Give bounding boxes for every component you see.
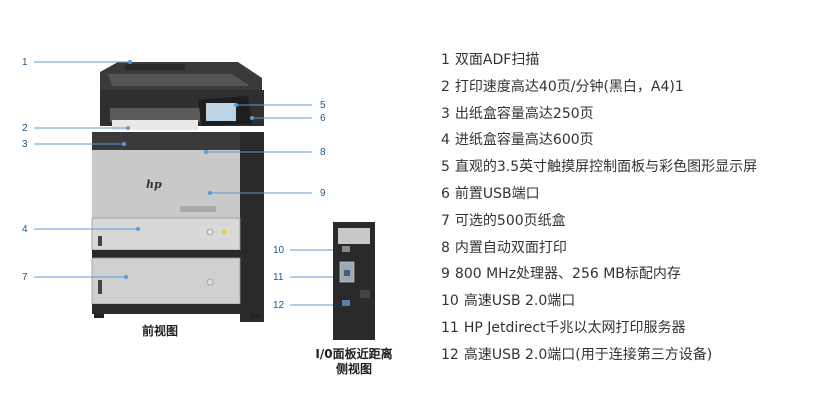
callout-1: 1	[22, 57, 28, 68]
feature-text: 800 MHz处理器、256 MB标配内存	[454, 266, 681, 283]
feature-number: 1	[441, 52, 450, 68]
feature-number: 10	[441, 293, 459, 310]
leader-lines	[34, 61, 343, 306]
callout-10: 10	[273, 245, 285, 256]
feature-text: 出纸盒容量高达250页	[454, 105, 594, 122]
power-button	[206, 228, 214, 236]
callout-11: 11	[273, 272, 284, 283]
feature-text: 内置自动双面打印	[454, 239, 567, 256]
callout-6: 6	[320, 113, 326, 124]
callout-8: 8	[320, 147, 326, 158]
callout-3: 3	[22, 139, 28, 150]
feature-number: 7	[441, 212, 450, 229]
usb-port-12	[342, 300, 350, 306]
side-panel	[240, 132, 264, 322]
io-callouts: 10 11 12	[273, 245, 285, 311]
touchscreen	[206, 103, 236, 121]
callout-9: 9	[320, 188, 326, 199]
optional-tray	[91, 257, 241, 305]
io-view-caption-line2: 侧视图	[336, 361, 372, 376]
hp-logo: hp	[146, 178, 162, 191]
adf-tray	[108, 74, 250, 86]
feature-text: 直观的3.5英寸触摸屏控制面板与彩色图形显示屏	[454, 159, 758, 176]
feature-text: 前置USB端口	[454, 185, 540, 202]
feature-number: 2	[441, 78, 450, 95]
status-light	[221, 229, 227, 235]
feature-text: 高速USB 2.0端口	[463, 293, 576, 310]
model-label	[180, 206, 216, 212]
optional-tray-gauge	[98, 280, 102, 294]
feature-number: 9	[441, 266, 450, 283]
feature-text: 打印速度高达40页/分钟(黑白，A4)1	[454, 78, 684, 95]
feature-number: 11	[441, 319, 459, 336]
callout-12: 12	[273, 300, 285, 311]
feature-number: 6	[441, 185, 450, 202]
io-panel-illustration	[333, 222, 375, 340]
io-view-caption-line1: I/0面板近距离	[315, 346, 392, 361]
tray-separator	[92, 250, 240, 258]
feature-text: HP Jetdirect千兆以太网打印服务器	[463, 319, 686, 336]
base	[92, 304, 264, 314]
feature-text: 进纸盒容量高达600页	[454, 132, 594, 149]
feature-number: 8	[441, 239, 450, 256]
callout-2: 2	[22, 123, 28, 134]
output-opening	[110, 108, 200, 122]
feature-text: 可选的500页纸盒	[454, 212, 566, 229]
feature-number: 12	[441, 346, 459, 363]
front-view-caption: 前视图	[142, 323, 178, 338]
usb-port-10	[342, 246, 350, 252]
feature-text: 双面ADF扫描	[454, 52, 540, 68]
front-callouts: 1 2 3 4 5 6 7 8 9	[22, 57, 326, 283]
callout-7: 7	[22, 272, 28, 283]
callout-4: 4	[22, 224, 28, 235]
printer-illustration: hp	[91, 62, 264, 322]
feature-number: 5	[441, 159, 450, 176]
front-door	[92, 150, 240, 218]
feature-number: 4	[441, 132, 450, 149]
output-tray	[112, 120, 198, 130]
main-tray	[91, 217, 241, 251]
feature-number: 3	[441, 105, 450, 122]
upper-bezel	[92, 132, 240, 152]
optional-tray-button	[206, 278, 214, 286]
io-panel-cover	[338, 228, 370, 244]
adf-feeder	[125, 64, 185, 70]
feature-text: 高速USB 2.0端口(用于连接第三方设备)	[463, 346, 713, 363]
callout-5: 5	[320, 100, 326, 111]
tray-gauge	[98, 236, 102, 246]
